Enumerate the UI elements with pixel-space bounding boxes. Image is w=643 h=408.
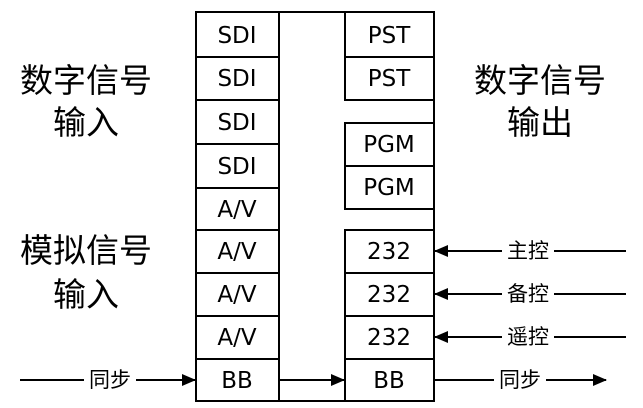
control-label-main-bg <box>502 237 554 263</box>
control-arrow-main: 主控 <box>434 237 626 263</box>
output-column: PST PST PGM PGM 232 232 232 BB <box>344 11 435 402</box>
analog-input-label: 模拟信号 输入 <box>20 231 152 314</box>
input-port-bb-label: BB <box>221 368 253 394</box>
digital-input-label: 数字信号 输入 <box>20 61 152 142</box>
output-port-pgm-2-label: PGM <box>363 175 415 201</box>
output-port-pst-2 <box>344 56 435 101</box>
digital-output-label-line1: 数字信号 <box>474 61 606 100</box>
input-port-5 <box>195 187 280 231</box>
output-port-232-1-label: 232 <box>367 239 411 265</box>
control-arrow-backup: 备控 <box>434 280 626 306</box>
digital-input-label-line1: 数字信号 <box>20 61 152 100</box>
control-label-backup: 备控 <box>507 282 549 306</box>
input-port-4-label: SDI <box>217 154 256 180</box>
digital-output-label-line2: 输出 <box>507 103 573 142</box>
sync-output-arrow: 同步 <box>434 366 607 392</box>
output-port-pgm-2 <box>344 165 435 210</box>
output-port-232-2 <box>344 272 435 317</box>
output-port-232-2-label: 232 <box>367 282 411 308</box>
output-port-pst-1-label: PST <box>368 23 411 49</box>
sync-input-arrow: 同步 <box>20 366 196 392</box>
digital-output-label: 数字信号 输出 <box>474 61 606 142</box>
analog-input-label-line2: 输入 <box>53 275 119 314</box>
sync-output-label-bg <box>494 366 546 392</box>
sync-input-label: 同步 <box>89 368 131 392</box>
input-port-2-label: SDI <box>217 66 256 92</box>
input-port-5-label: A/V <box>217 197 256 223</box>
input-port-bb <box>195 358 280 402</box>
output-port-bb-label: BB <box>373 368 405 394</box>
output-port-232-3 <box>344 315 435 360</box>
input-port-8-label: A/V <box>217 325 256 351</box>
output-port-pst-1 <box>344 11 435 58</box>
analog-input-label-line1: 模拟信号 <box>20 231 152 270</box>
digital-input-label-line2: 输入 <box>53 103 119 142</box>
input-port-3 <box>195 99 280 145</box>
sync-output-label: 同步 <box>499 368 541 392</box>
control-label-main: 主控 <box>507 239 549 263</box>
input-port-3-label: SDI <box>217 110 256 136</box>
control-label-backup-bg <box>502 280 554 306</box>
sync-input-label-bg <box>84 366 136 392</box>
control-label-remote: 遥控 <box>507 325 549 349</box>
output-port-232-3-label: 232 <box>367 325 411 351</box>
output-port-pgm-1-label: PGM <box>363 132 415 158</box>
input-port-6-label: A/V <box>217 239 256 265</box>
input-port-7 <box>195 272 280 317</box>
input-port-1-label: SDI <box>217 23 256 49</box>
control-arrow-remote: 遥控 <box>434 323 626 349</box>
control-label-remote-bg <box>502 323 554 349</box>
output-port-pst-2-label: PST <box>368 66 411 92</box>
input-column: SDI SDI SDI SDI A/V A/V A/V A/V BB <box>195 11 280 402</box>
input-port-7-label: A/V <box>217 282 256 308</box>
